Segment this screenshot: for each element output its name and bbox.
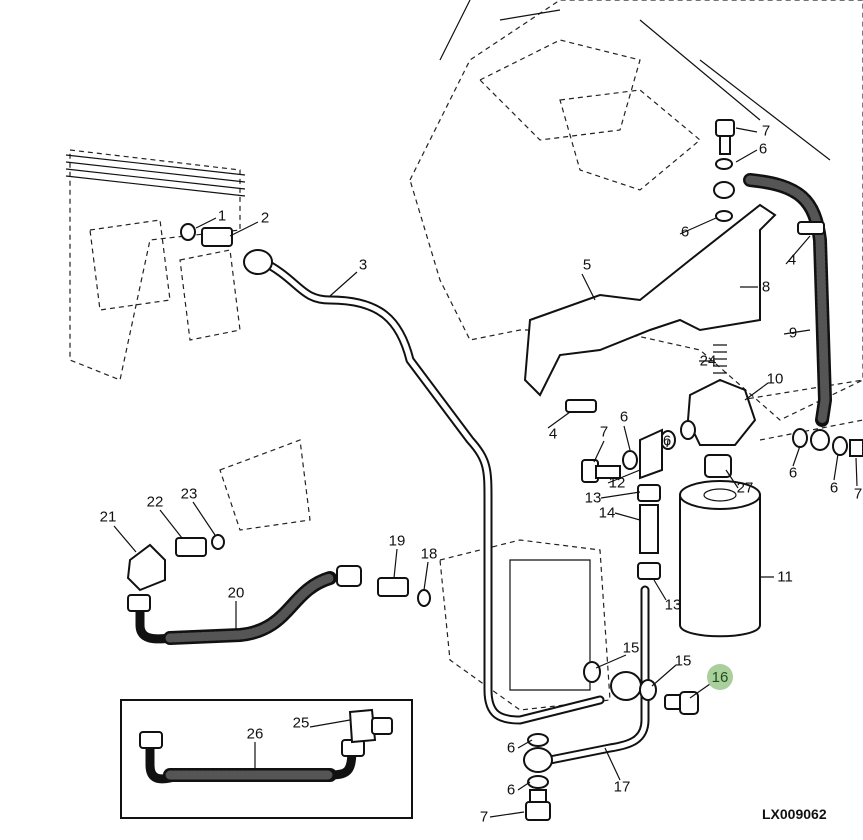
callout-8: 8 [761, 278, 771, 296]
callout-17: 17 [613, 778, 631, 796]
pipe-17 [545, 585, 650, 765]
callout-1: 1 [217, 207, 227, 225]
callout-6: 6 [680, 223, 690, 241]
callout-23: 23 [180, 485, 198, 503]
spring-24 [713, 344, 727, 374]
engine-block-outline [65, 0, 863, 711]
callout-20: 20 [227, 584, 245, 602]
callout-11: 11 [777, 568, 793, 586]
callout-18: 18 [420, 545, 438, 563]
callout-5: 5 [582, 256, 592, 274]
oil-filter-11 [679, 480, 761, 638]
callout-7: 7 [853, 485, 863, 503]
callout-6: 6 [829, 479, 839, 497]
callout-6: 6 [506, 739, 516, 757]
callout-27: 27 [736, 479, 754, 497]
callout-6: 6 [506, 781, 516, 799]
adapter-27 [704, 454, 732, 478]
callout-7: 7 [761, 122, 771, 140]
callout-15: 15 [674, 652, 692, 670]
bracket-5 [523, 203, 777, 397]
diagram-reference-code: LX009062 [762, 806, 827, 822]
callout-7: 7 [599, 423, 609, 441]
callout-6: 6 [758, 140, 768, 158]
callout-13: 13 [584, 489, 602, 507]
callout-10: 10 [766, 370, 784, 388]
pipe-3 [255, 255, 605, 725]
callout-13: 13 [664, 596, 682, 614]
callout-6: 6 [619, 408, 629, 426]
inset-box [120, 699, 413, 819]
callout-7: 7 [479, 808, 489, 826]
callout-6: 6 [662, 432, 672, 450]
callout-3: 3 [358, 256, 368, 274]
callout-22: 22 [146, 493, 164, 511]
callout-24: 24 [699, 352, 717, 370]
callout-4: 4 [548, 425, 558, 443]
callout-15: 15 [622, 639, 640, 657]
callout-14: 14 [598, 504, 616, 522]
leader-lines [113, 127, 858, 818]
callout-26: 26 [246, 725, 264, 743]
hose-9 [743, 173, 833, 427]
callout-2: 2 [260, 209, 270, 227]
callout-21: 21 [99, 508, 117, 526]
callout-19: 19 [388, 532, 406, 550]
callout-16-highlighted[interactable]: 16 [707, 664, 733, 690]
callout-9: 9 [788, 324, 798, 342]
callout-12: 12 [608, 474, 626, 492]
fittings [126, 119, 863, 821]
filter-head-10 [686, 378, 757, 446]
hose-20 [127, 565, 362, 645]
callout-25: 25 [292, 714, 310, 732]
callout-4: 4 [787, 251, 797, 269]
callout-6: 6 [788, 464, 798, 482]
